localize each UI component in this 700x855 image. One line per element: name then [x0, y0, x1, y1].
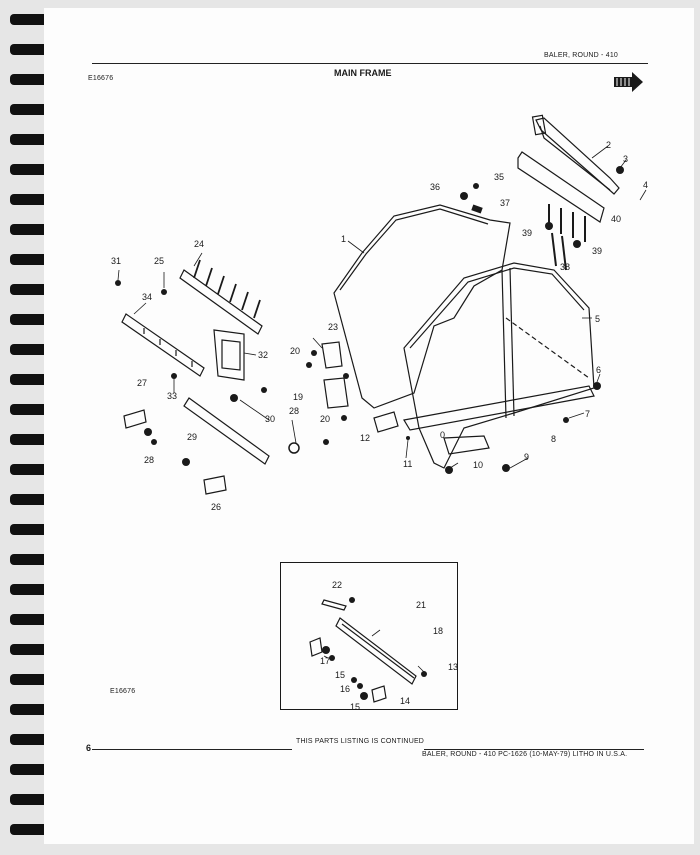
bracket-27: [123, 409, 147, 429]
callout-23: 23: [328, 322, 338, 332]
bracket-14: [371, 685, 387, 703]
callout-38: 38: [560, 262, 570, 272]
callout-35: 35: [494, 172, 504, 182]
callout-15b: 15: [350, 702, 360, 712]
catalog-page: BALER, ROUND - 410 MAIN FRAME E16676: [44, 8, 694, 844]
callout-11: 11: [403, 459, 412, 469]
callout-15a: 15: [335, 670, 345, 680]
callout-20a: 20: [290, 346, 300, 356]
mounting-plate-40: [517, 151, 605, 223]
callout-28b: 28: [289, 406, 299, 416]
tooth-bar-24: [179, 269, 263, 335]
bracket-12: [373, 411, 399, 433]
blade-22: [321, 599, 347, 611]
callout-2: 2: [606, 140, 611, 150]
bar-34: [121, 313, 205, 377]
bracket-19: [323, 377, 349, 409]
bracket-23: [321, 341, 343, 369]
callout-33: 33: [167, 391, 177, 401]
main-frame-exploded-diagram: 1 2 3 4 5 6 7 8 9 10 11 12 23 24 25 26 2…: [111, 114, 648, 512]
page-number: 6: [86, 743, 92, 753]
header-right-title: BALER, ROUND - 410: [544, 52, 619, 59]
callout-22: 22: [332, 580, 342, 590]
callout-36: 36: [430, 182, 440, 192]
callout-31: 31: [111, 256, 121, 266]
callout-39b: 39: [592, 246, 602, 256]
callout-1: 1: [341, 234, 346, 244]
inset-figure-code: E16676: [110, 688, 136, 695]
callout-numbers: 1 2 3 4 5 6 7 8 9 10 11 12 23 24 25 26 2…: [111, 140, 648, 512]
top-tube: [535, 117, 620, 195]
direction-arrow-icon: [614, 72, 643, 92]
callout-21: 21: [416, 600, 426, 610]
callout-7: 7: [585, 409, 590, 419]
continued-note: THIS PARTS LISTING IS CONTINUED: [296, 738, 425, 745]
footer-rule-right: [424, 749, 644, 750]
section-title: MAIN FRAME: [334, 68, 392, 78]
callout-29: 29: [187, 432, 197, 442]
callout-34: 34: [142, 292, 152, 302]
callout-39a: 39: [522, 228, 532, 238]
left-side-sheet: [333, 204, 511, 409]
callout-19: 19: [293, 392, 303, 402]
callout-20b: 20: [320, 414, 330, 424]
header-rule: [92, 63, 648, 64]
right-side-sheet: [403, 262, 595, 469]
callout-32: 32: [258, 350, 268, 360]
callout-14: 14: [400, 696, 410, 706]
callout-27: 27: [137, 378, 147, 388]
callout-26: 26: [211, 502, 221, 512]
callout-25: 25: [154, 256, 164, 266]
callout-8: 8: [551, 434, 556, 444]
callout-10: 10: [473, 460, 483, 470]
callout-37: 37: [500, 198, 510, 208]
callout-18: 18: [433, 626, 443, 636]
inset-callout-13: 13: [448, 662, 459, 672]
publication-info: BALER, ROUND - 410 PC-1626 (10-MAY-79) L…: [422, 751, 628, 758]
callout-6: 6: [596, 365, 601, 375]
callout-3: 3: [623, 154, 628, 164]
callout-5: 5: [595, 314, 600, 324]
footer-rule-left: [92, 749, 292, 750]
callout-0: 0: [440, 430, 445, 440]
callout-12: 12: [360, 433, 370, 443]
callout-4: 4: [643, 180, 648, 190]
callout-40: 40: [611, 214, 621, 224]
bracket-17: [309, 637, 323, 657]
callout-24: 24: [194, 239, 204, 249]
callout-30: 30: [265, 414, 275, 424]
rod-29: [183, 397, 270, 465]
bracket-26: [203, 475, 227, 495]
inset-detail-diagram: 22 21 18 13 17 15 16 15 14: [280, 562, 458, 712]
figure-code: E16676: [88, 75, 114, 82]
callout-28a: 28: [144, 455, 154, 465]
callout-16: 16: [340, 684, 350, 694]
plate-32: [213, 329, 245, 381]
bar-18: [335, 617, 417, 685]
callout-17: 17: [320, 656, 330, 666]
callout-9: 9: [524, 452, 529, 462]
